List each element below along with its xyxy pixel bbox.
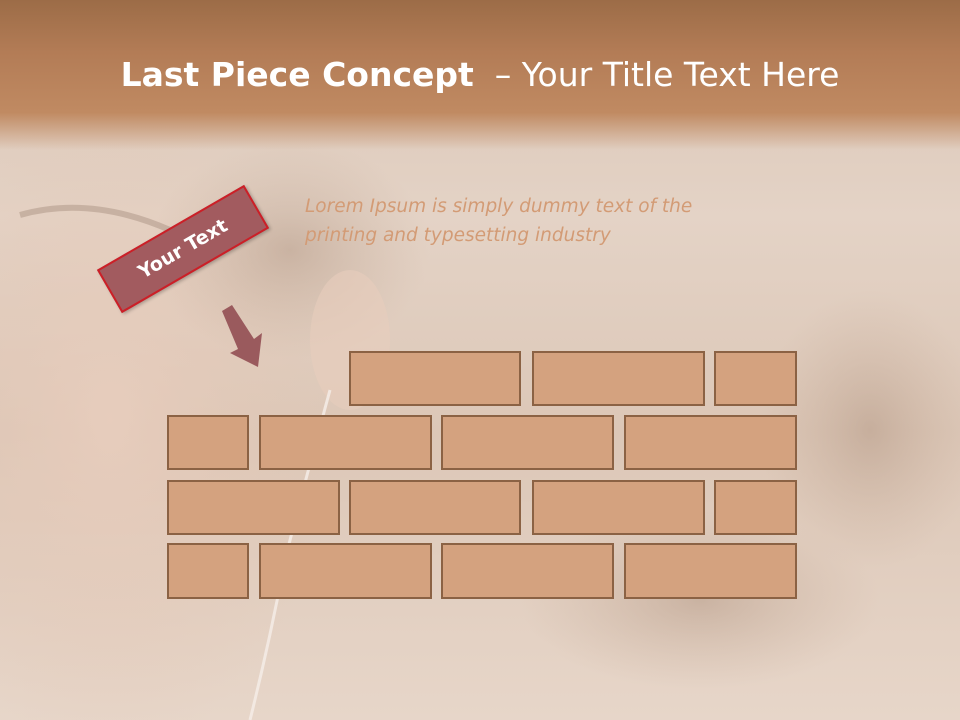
body-text: Lorem Ipsum is simply dummy text of the … xyxy=(305,196,693,246)
title-subtitle-part: – Your Title Text Here xyxy=(494,55,840,94)
brick xyxy=(259,415,432,470)
title-bar: Last Piece Concept – Your Title Text Her… xyxy=(0,0,960,150)
title-bold-part: Last Piece Concept xyxy=(120,55,474,94)
brick xyxy=(714,351,797,406)
brick xyxy=(167,480,340,535)
brick xyxy=(167,543,249,599)
brick xyxy=(259,543,432,599)
brick xyxy=(441,415,614,470)
brick xyxy=(714,480,797,535)
brick xyxy=(532,480,705,535)
brick xyxy=(167,415,249,470)
brick xyxy=(349,480,521,535)
arrow-down-right-icon xyxy=(222,305,262,367)
brick xyxy=(349,351,521,406)
brick xyxy=(624,543,797,599)
brick xyxy=(624,415,797,470)
slide-title: Last Piece Concept – Your Title Text Her… xyxy=(0,55,960,94)
brick xyxy=(532,351,705,406)
brick xyxy=(441,543,614,599)
